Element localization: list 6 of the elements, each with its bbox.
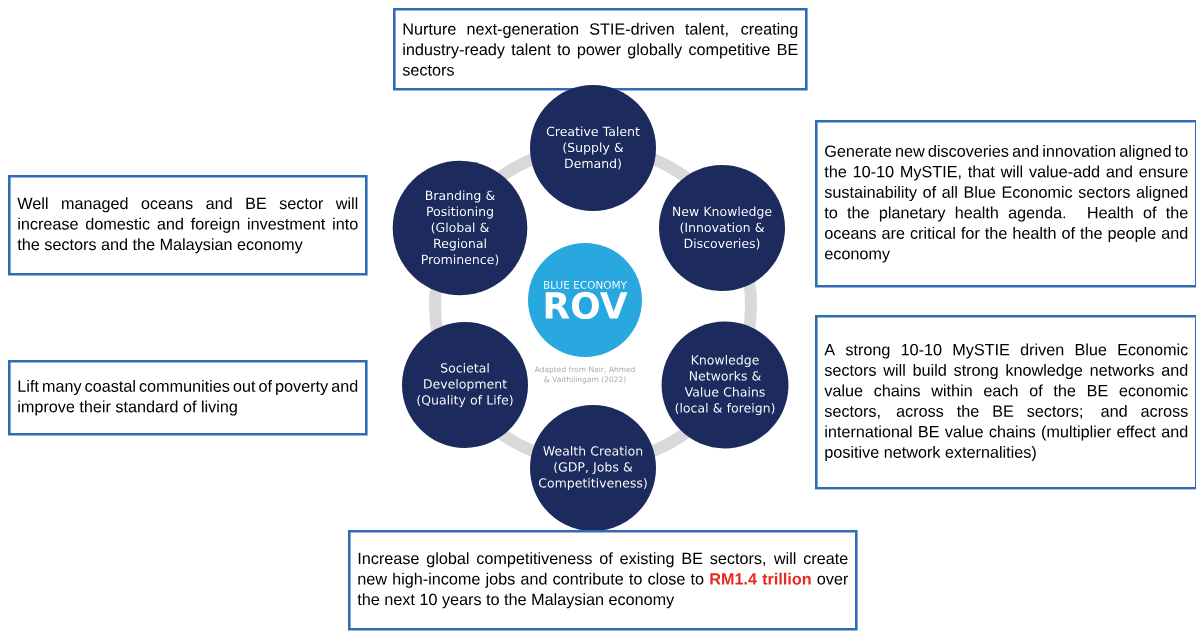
text-box: Well managed oceans and BE sector will increase domestic and foreign investment into the sectors and the Malaysian economy xyxy=(8,175,368,276)
text-box: Generate new discoveries and innovation aligned to the 10-10 MySTIE, that will value-add and ensure sustainability of all Blue Economic sectors aligned to the planetary health agenda. Health of the oceans are critical for the health of the people and economy xyxy=(815,120,1196,288)
text-box: Lift many coastal communities out of poverty and improve their standard of living xyxy=(8,360,368,436)
text-box: Nurture next-generation STIE-driven talent, creating industry-ready talent to power globally competitive BE sectors xyxy=(393,8,808,91)
text-box: Increase global competitiveness of existing BE sectors, will create new high-income jobs and contribute to close to RM1.4 trillion over the next 10 years to the Malaysian economy xyxy=(348,530,858,631)
text-box: A strong 10-10 MySTIE driven Blue Economic sectors will build strong knowledge networks and value chains within each of the BE economic sectors, across the BE sectors; and across international BE value chains (multiplier effect and positive network externalities) xyxy=(815,315,1196,490)
